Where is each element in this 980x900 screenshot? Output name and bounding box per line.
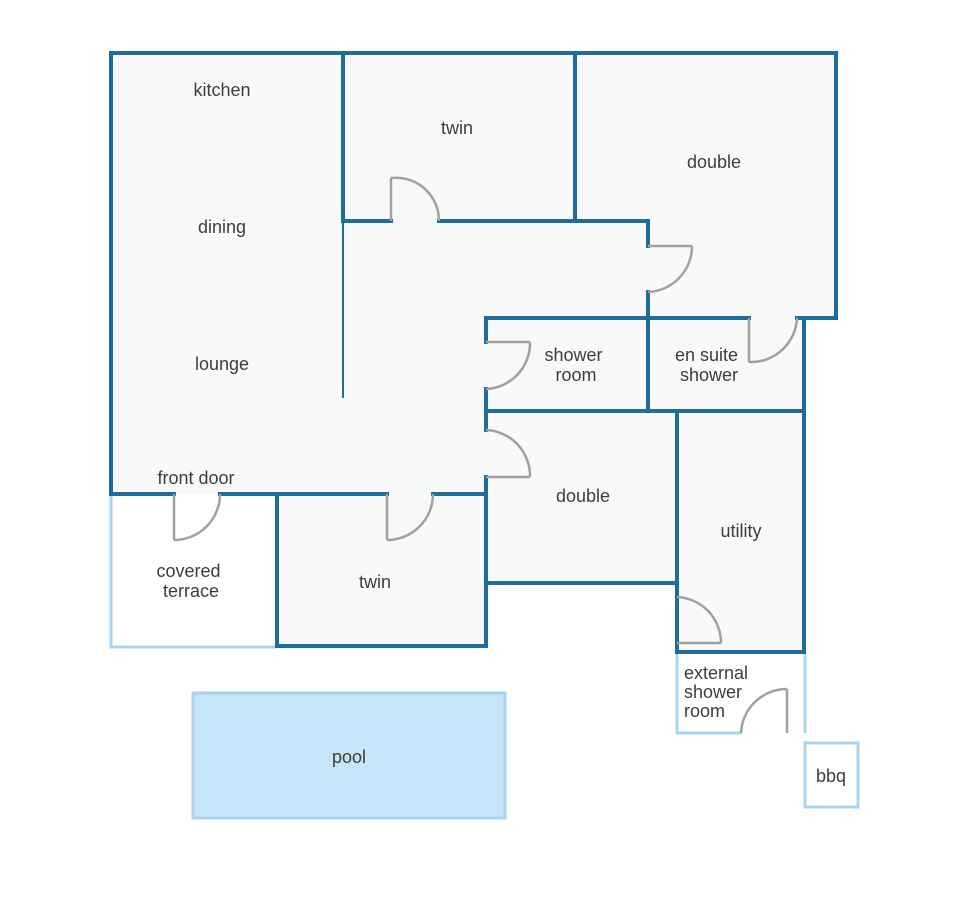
label-external-shower-line2: shower bbox=[684, 682, 742, 702]
label-kitchen: kitchen bbox=[193, 80, 250, 100]
label-en-suite-line2: shower bbox=[680, 365, 738, 385]
label-utility: utility bbox=[720, 521, 761, 541]
external-shower-floor bbox=[677, 654, 804, 733]
label-twin-top: twin bbox=[441, 118, 473, 138]
label-external-shower-line1: external bbox=[684, 663, 748, 683]
bbq-outline bbox=[803, 741, 860, 809]
door-utility bbox=[676, 595, 723, 645]
covered-terrace-outline bbox=[109, 494, 277, 649]
door-en-suite bbox=[747, 317, 799, 364]
label-double-top: double bbox=[687, 152, 741, 172]
door-front bbox=[172, 493, 222, 542]
label-shower-room-line2: room bbox=[555, 365, 596, 385]
label-covered-terrace: covered terrace bbox=[156, 561, 225, 601]
label-shower-room: shower room bbox=[544, 345, 607, 385]
door-double-top bbox=[647, 244, 694, 294]
label-bbq: bbq bbox=[816, 766, 846, 786]
door-double-mid bbox=[485, 428, 532, 479]
label-twin-bottom: twin bbox=[359, 572, 391, 592]
label-front-door: front door bbox=[157, 468, 234, 488]
label-en-suite-line1: en suite bbox=[675, 345, 738, 365]
door-external-shower bbox=[739, 687, 789, 734]
walls bbox=[109, 51, 838, 654]
interior-floor bbox=[111, 53, 836, 652]
label-dining: dining bbox=[198, 217, 246, 237]
label-shower-room-line1: shower bbox=[544, 345, 602, 365]
label-external-shower-room: external shower room bbox=[684, 663, 753, 721]
door-shower-room bbox=[485, 340, 532, 391]
external-shower-outline bbox=[675, 652, 741, 735]
label-pool: pool bbox=[332, 747, 366, 767]
label-double-mid: double bbox=[556, 486, 610, 506]
label-external-shower-line3: room bbox=[684, 701, 725, 721]
label-en-suite-shower: en suite shower bbox=[675, 345, 743, 385]
label-lounge: lounge bbox=[195, 354, 249, 374]
pool bbox=[191, 691, 507, 820]
door-twin-top bbox=[389, 176, 441, 222]
door-twin-bottom bbox=[385, 493, 435, 542]
label-covered-terrace-line1: covered bbox=[156, 561, 220, 581]
label-covered-terrace-line2: terrace bbox=[163, 581, 219, 601]
